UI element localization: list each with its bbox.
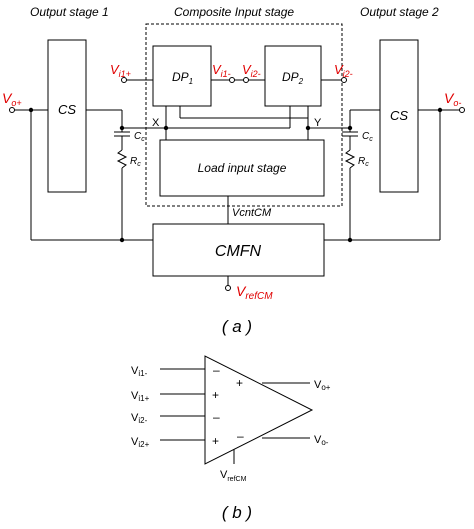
opamp-output-sign-plus: + <box>236 376 243 390</box>
cc-right-label: Cc <box>362 131 373 143</box>
vi1-minus-label: Vi1- <box>212 62 231 79</box>
opamp-input-1: Vi1- <box>131 365 148 378</box>
terminals <box>9 77 465 291</box>
junction-dots <box>28 107 443 243</box>
node-y-label: Y <box>314 117 322 129</box>
vo-minus-label: Vo- <box>444 90 461 108</box>
vi1-plus-label: Vi1+ <box>110 62 131 79</box>
opamp-input-3: Vi2- <box>131 412 148 425</box>
opamp-output-minus: Vo- <box>314 434 329 447</box>
opamp-input-sign-2: + <box>212 388 219 402</box>
label-composite-input-stage: Composite Input stage <box>174 5 294 19</box>
load-input-stage-block <box>159 139 325 197</box>
cs-right-block <box>379 39 419 193</box>
vo-plus-label: Vo+ <box>2 90 22 108</box>
opamp-ref-label: VrefCM <box>220 469 247 483</box>
load-input-stage-label: Load input stage <box>198 161 287 175</box>
dp1-label: DP1 <box>172 70 193 86</box>
dp1-block <box>152 45 212 107</box>
opamp-input-sign-1: – <box>213 363 220 377</box>
vi2-minus-right-label: Vi2- <box>334 62 353 79</box>
rc-left-label: Rc <box>130 156 141 168</box>
label-output-stage-1: Output stage 1 <box>30 5 109 19</box>
dp2-block <box>264 45 322 107</box>
composite-input-frame <box>145 23 343 207</box>
opamp-input-sign-4: + <box>212 434 219 448</box>
opamp-input-sign-3: – <box>213 410 220 424</box>
cc-left-label: Cc <box>134 131 145 143</box>
vi2-minus-left-label: Vi2- <box>242 62 261 79</box>
opamp-input-4: Vi2+ <box>131 436 150 449</box>
rc-right-label: Rc <box>358 156 369 168</box>
vref-cm-label: VrefCM <box>236 283 273 302</box>
cmfn-label: CMFN <box>215 243 262 260</box>
opamp-symbol <box>160 355 314 465</box>
cs-right-label: CS <box>390 108 408 123</box>
cmfn-block <box>152 223 325 277</box>
node-x-label: X <box>152 117 160 129</box>
opamp-output-sign-minus: – <box>237 429 244 443</box>
wires-part-a <box>14 79 460 286</box>
caption-a: ( a ) <box>222 317 252 336</box>
caption-b: ( b ) <box>222 503 252 522</box>
label-output-stage-2: Output stage 2 <box>360 5 439 19</box>
dp2-label: DP2 <box>282 70 304 86</box>
cs-left-label: CS <box>58 102 76 117</box>
cs-left-block <box>47 39 87 193</box>
opamp-input-2: Vi1+ <box>131 390 150 403</box>
opamp-output-plus: Vo+ <box>314 379 331 392</box>
vcntcm-label: VcntCM <box>232 207 272 219</box>
